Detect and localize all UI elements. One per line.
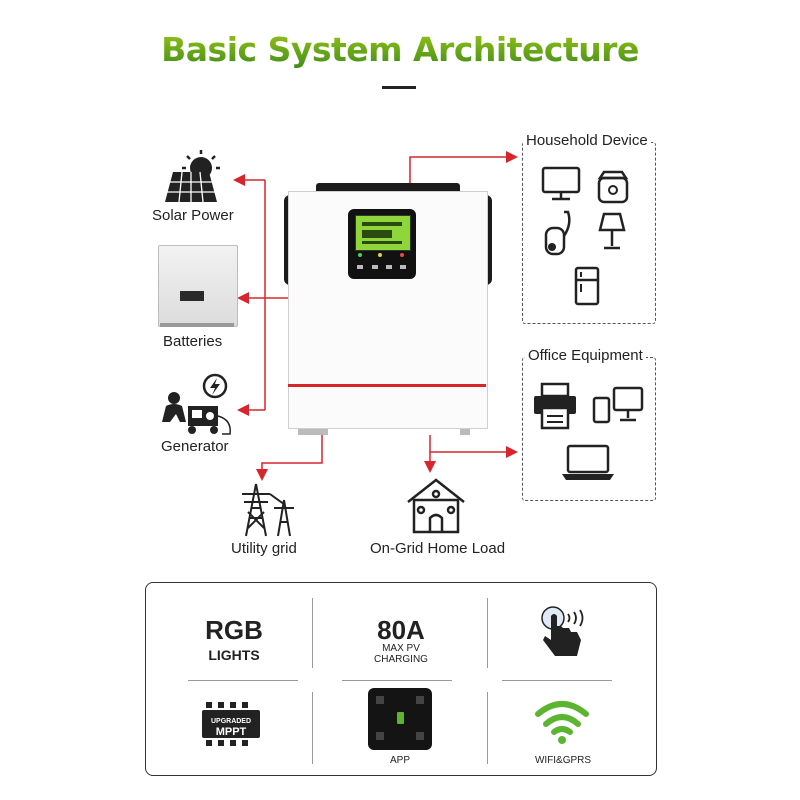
- feature-divider: [487, 692, 488, 764]
- wifi-label: WIFI&GPRS: [534, 755, 592, 766]
- office-equipment-title: Office Equipment: [525, 347, 646, 364]
- utility-grid-icon: [242, 483, 294, 537]
- home-load-icon: [407, 478, 465, 534]
- laptop-icon: [562, 444, 614, 480]
- page-title: Basic System Architecture: [0, 30, 800, 69]
- printer-icon: [534, 382, 576, 430]
- feature-divider: [188, 680, 298, 681]
- mppt-line1: UPGRADED: [210, 718, 252, 725]
- vacuum-cleaner-icon: [544, 210, 571, 256]
- arrow-to-utility-grid: [256, 435, 323, 481]
- solar-panel-icon: [165, 150, 220, 203]
- control-panel: [348, 209, 416, 279]
- utility-grid-label: Utility grid: [231, 540, 297, 557]
- batteries-label: Batteries: [163, 333, 223, 350]
- rice-cooker-icon: [597, 170, 629, 204]
- feature-divider: [312, 692, 313, 764]
- hybrid-inverter: [284, 183, 492, 435]
- household-device-title: Household Device: [523, 132, 651, 149]
- feature-divider: [312, 598, 313, 668]
- solar-power-label: Solar Power: [152, 207, 234, 224]
- lcd-screen: [355, 215, 411, 251]
- generator-icon: [162, 373, 231, 435]
- features-panel: [145, 582, 657, 776]
- app-screen-icon: [368, 688, 432, 750]
- office-icons: [534, 382, 644, 480]
- wifi-icon: [535, 701, 589, 744]
- pv-current-heading: 80A: [377, 615, 425, 645]
- monitor-icon: [541, 166, 581, 201]
- battery-icon: [158, 245, 238, 327]
- feature-divider: [487, 598, 488, 668]
- tablet-icon: [592, 396, 611, 424]
- rgb-heading: RGB: [205, 615, 263, 645]
- household-icons: [541, 166, 629, 306]
- feature-divider: [502, 680, 612, 681]
- arrow-to-office: [429, 435, 518, 458]
- connection-arrows: [233, 151, 518, 481]
- pv-line2: CHARGING: [374, 654, 428, 665]
- title-divider: [382, 86, 416, 89]
- pv-line1: MAX PV: [382, 643, 420, 654]
- feature-divider: [342, 680, 452, 681]
- touch-control-icon: [541, 606, 584, 656]
- home-load-label: On-Grid Home Load: [370, 540, 506, 557]
- mppt-line2: MPPT: [215, 726, 247, 738]
- mppt-chip-icon: [202, 702, 260, 746]
- refrigerator-icon: [574, 266, 600, 306]
- generator-label: Generator: [161, 438, 229, 455]
- app-label: APP: [389, 755, 410, 766]
- arrow-to-household: [409, 151, 518, 186]
- desktop-monitor-icon: [612, 386, 644, 422]
- lamp-icon: [598, 212, 626, 250]
- rgb-subheading: LIGHTS: [208, 647, 260, 663]
